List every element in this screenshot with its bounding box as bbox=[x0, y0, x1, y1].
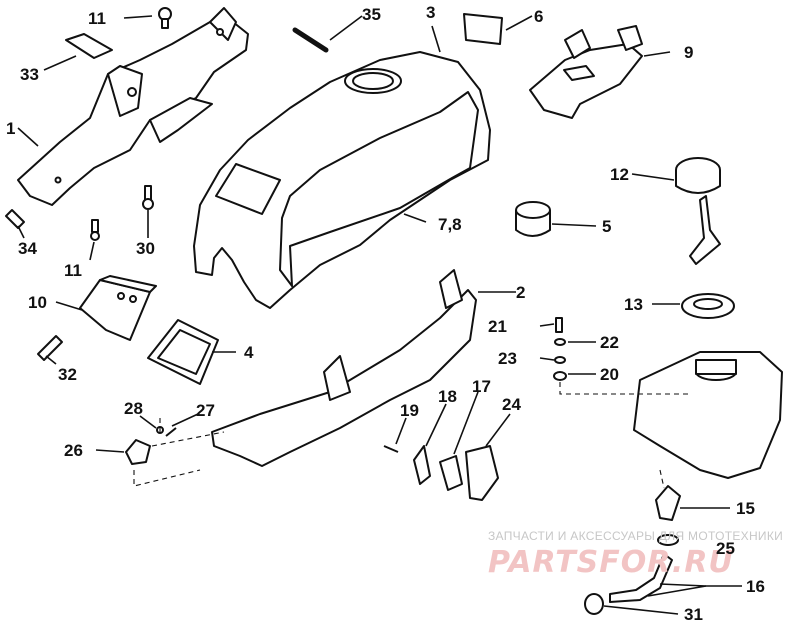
callout-10: 10 bbox=[28, 293, 47, 312]
part-19-screw bbox=[383, 445, 399, 453]
part-20-nut bbox=[553, 371, 567, 381]
callout-20: 20 bbox=[600, 365, 619, 384]
callout-9: 9 bbox=[684, 43, 693, 62]
callout-12: 12 bbox=[610, 165, 629, 184]
callout-18: 18 bbox=[438, 387, 457, 406]
callout-13: 13 bbox=[624, 295, 643, 314]
callout-labels: 11 33 1 35 3 6 9 12 7,8 5 34 30 11 2 13 … bbox=[6, 3, 765, 623]
watermark-logo: PARTSFOR.RU bbox=[488, 545, 734, 580]
part-18-bracket bbox=[413, 445, 431, 485]
callout-25: 25 bbox=[716, 539, 735, 558]
callout-27: 27 bbox=[196, 401, 215, 420]
callout-1: 1 bbox=[6, 119, 15, 138]
callout-17: 17 bbox=[472, 377, 491, 396]
assembly-lines bbox=[133, 382, 690, 489]
part-22-washer bbox=[554, 338, 566, 346]
part-11-screw-mid bbox=[90, 219, 100, 241]
fuel-tank bbox=[633, 351, 783, 479]
callout-22: 22 bbox=[600, 333, 619, 352]
callout-34: 35 bbox=[362, 5, 381, 24]
leader-lines bbox=[17, 15, 742, 615]
callout-24: 24 bbox=[502, 395, 521, 414]
part-16-hose bbox=[609, 553, 673, 603]
part-31-clip bbox=[584, 593, 604, 615]
callout-7-8: 7,8 bbox=[438, 215, 462, 234]
part-17-latch bbox=[439, 455, 463, 491]
callout-2: 2 bbox=[516, 283, 525, 302]
callout-11-top: 11 bbox=[88, 9, 106, 28]
part-15-fitting bbox=[655, 485, 681, 521]
part-26-clip bbox=[125, 439, 151, 465]
callout-16: 16 bbox=[746, 577, 765, 596]
callout-15: 15 bbox=[736, 499, 755, 518]
part-6-seal bbox=[463, 13, 503, 45]
watermark: ЗАПЧАСТИ И АКСЕССУАРЫ ДЛЯ МОТОТЕХНИКИ PA… bbox=[488, 529, 783, 580]
part-34-pin bbox=[292, 27, 329, 53]
part-10-grille bbox=[79, 275, 157, 341]
part-1-bracket bbox=[17, 7, 249, 206]
callout-28: 28 bbox=[124, 399, 143, 418]
part-3-engine-cover bbox=[193, 51, 491, 309]
callout-11-mid: 11 bbox=[64, 261, 82, 280]
callout-23: 23 bbox=[498, 349, 517, 368]
part-9-bracket bbox=[529, 25, 643, 119]
part-5-bushing bbox=[515, 201, 551, 237]
callout-30: 30 bbox=[136, 239, 155, 258]
part-33-screw bbox=[37, 335, 63, 361]
part-25-clamp bbox=[657, 534, 679, 546]
part-13-grommet bbox=[681, 293, 735, 319]
callout-33: 32 bbox=[58, 365, 77, 384]
part-23-washer bbox=[554, 356, 566, 364]
part-24-latch-cover bbox=[465, 445, 499, 501]
callout-5: 5 bbox=[602, 217, 611, 236]
callout-19: 19 bbox=[400, 401, 419, 420]
callout-26: 26 bbox=[64, 441, 83, 460]
part-11-screw-top bbox=[158, 7, 172, 29]
part-4-gasket bbox=[147, 319, 219, 385]
part-32-plate bbox=[65, 33, 113, 59]
callout-3: 3 bbox=[426, 3, 435, 22]
callout-31: 31 bbox=[684, 605, 703, 623]
part-30-screw bbox=[142, 185, 154, 210]
callout-35: 34 bbox=[18, 239, 37, 258]
part-35-screw bbox=[5, 209, 25, 229]
callout-21: 21 bbox=[488, 317, 507, 336]
part-21-bolt bbox=[555, 317, 563, 333]
part-27-pin bbox=[165, 427, 177, 437]
callout-4: 4 bbox=[244, 343, 254, 362]
callout-6: 6 bbox=[534, 7, 543, 26]
watermark-caption: ЗАПЧАСТИ И АКСЕССУАРЫ ДЛЯ МОТОТЕХНИКИ bbox=[488, 529, 783, 543]
callout-32: 33 bbox=[20, 65, 39, 84]
part-12-fuel-cap bbox=[675, 157, 721, 265]
part-2-lower-pan bbox=[211, 269, 477, 467]
